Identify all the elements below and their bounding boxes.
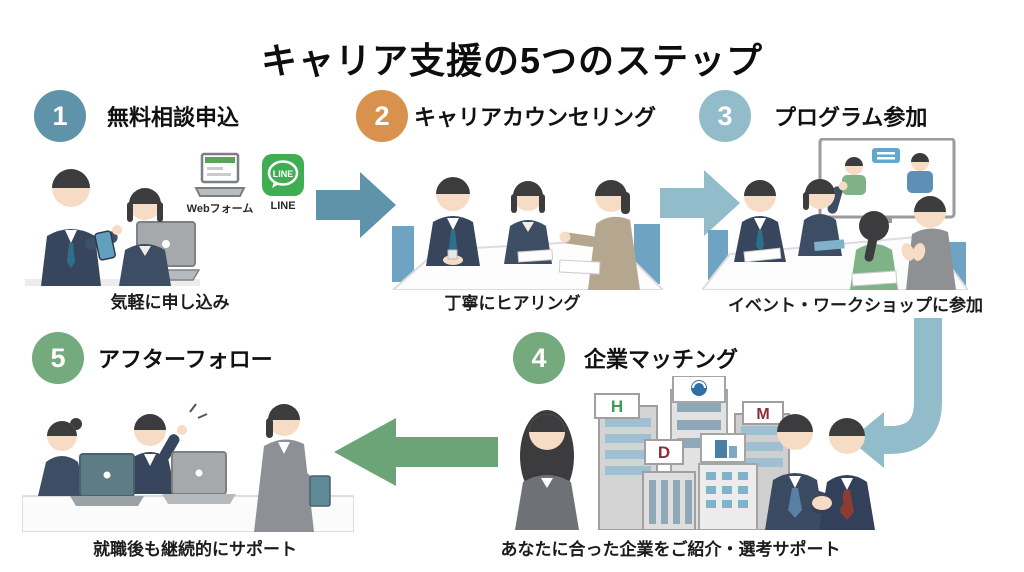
person-woman-back	[850, 211, 898, 290]
step-5-badge: 5	[32, 332, 84, 384]
laptop-right	[162, 451, 236, 504]
chair-left	[392, 226, 414, 282]
smartphone	[94, 230, 116, 261]
person-standing-supporter	[254, 404, 331, 532]
step-4-number: 4	[531, 342, 547, 373]
company-sign-building-logo	[700, 433, 746, 463]
illustration-step5-followup	[22, 403, 354, 532]
person-man-gray	[901, 196, 956, 290]
cup	[447, 249, 458, 260]
arrow-step4-to-step5	[334, 418, 498, 486]
step-1-caption: 気軽に申し込み	[110, 293, 230, 312]
arrow-step3-to-step4	[850, 318, 942, 468]
arrow-step1-to-step2	[316, 172, 396, 238]
step-4-caption: あなたに合った企業をご紹介・選考サポート	[500, 540, 841, 559]
step-5-label: アフターフォロー	[98, 347, 273, 372]
illustration-step3-workshop	[702, 138, 968, 290]
person-recruiter-handshake	[765, 414, 875, 530]
step-2-number: 2	[374, 100, 390, 131]
paper	[517, 249, 554, 263]
step-2-label: キャリアカウンセリング	[414, 105, 657, 130]
web-form-label: Webフォーム	[186, 203, 254, 215]
table	[702, 234, 968, 290]
step-3-number: 3	[717, 100, 733, 131]
illustration-step2-counseling	[391, 177, 663, 290]
laptop-left	[70, 453, 144, 506]
step-5-number: 5	[50, 342, 66, 373]
company-sign-red-m: M	[742, 401, 784, 425]
page-title: キャリア支援の5つのステップ	[260, 40, 764, 82]
illustration-step1-apply	[25, 169, 200, 286]
company-sign-red-d: D	[644, 439, 684, 465]
svg-text:D: D	[658, 443, 670, 462]
paper	[558, 259, 601, 275]
person-woman-suit	[798, 179, 848, 256]
step-4-badge: 4	[513, 332, 565, 384]
office-buildings: H M D	[594, 376, 790, 530]
person-job-seeker-woman	[515, 410, 579, 530]
step-4-label: 企業マッチング	[584, 347, 739, 372]
line-icon-bubble: LINE	[267, 160, 299, 188]
illustration-step4-matching: H M D	[515, 376, 875, 530]
line-icon-text: LINE	[273, 169, 294, 179]
step-3-badge: 3	[699, 90, 751, 142]
step-1-number: 1	[52, 100, 68, 131]
step-2-caption: 丁寧にヒアリング	[444, 294, 581, 313]
step-2-badge: 2	[356, 90, 408, 142]
svg-text:M: M	[756, 406, 769, 423]
svg-text:H: H	[611, 397, 623, 416]
step-5-caption: 就職後も継続的にサポート	[93, 540, 297, 559]
web-form-icon	[194, 152, 246, 197]
video-screen	[818, 138, 956, 223]
step-1-badge: 1	[34, 90, 86, 142]
person-man-suit	[734, 180, 786, 263]
person-seated-man	[124, 403, 208, 494]
desk	[25, 279, 200, 286]
person-seated-woman	[38, 418, 86, 496]
line-icon: LINE	[262, 154, 304, 196]
company-sign-green: H	[594, 393, 640, 419]
step-1-label: 無料相談申込	[107, 105, 240, 130]
line-label: LINE	[270, 200, 296, 212]
person-counselor	[559, 180, 640, 290]
arrow-step2-to-step3	[660, 170, 740, 236]
person-client-man	[426, 177, 480, 266]
step-3-caption: イベント・ワークショップに参加	[728, 296, 983, 315]
person-man	[41, 169, 122, 286]
company-sign-blue-logo	[672, 376, 726, 403]
person-woman	[119, 188, 171, 286]
step-3-label: プログラム参加	[774, 105, 928, 130]
